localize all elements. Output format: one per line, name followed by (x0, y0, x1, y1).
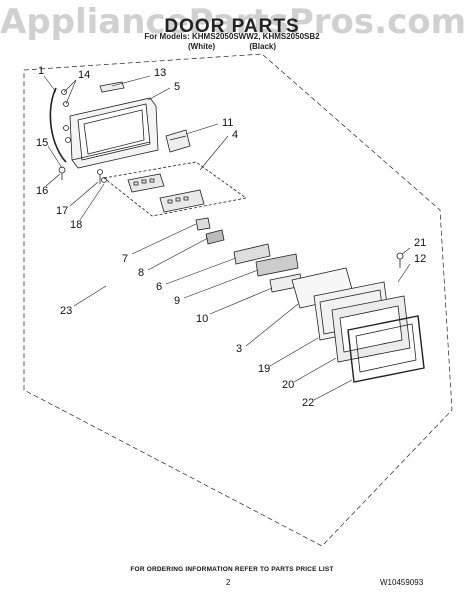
hinge-part (49, 87, 71, 163)
callout-6: 6 (156, 281, 162, 293)
callout-15: 15 (36, 137, 48, 149)
callout-16: 16 (36, 185, 48, 197)
callout-7: 7 (122, 253, 128, 265)
callout-21: 21 (414, 237, 426, 249)
callout-23: 23 (60, 305, 72, 317)
callout-9: 9 (174, 295, 180, 307)
part-7 (195, 217, 211, 231)
page-number: 2 (226, 578, 231, 587)
color-list: (White) (Black) (188, 42, 276, 51)
latch-part (165, 129, 191, 153)
screws (58, 166, 107, 184)
callout-12: 12 (414, 253, 426, 265)
callout-4: 4 (232, 129, 238, 141)
door-frame-part (69, 97, 159, 169)
callout-labels: 1 14 13 5 11 4 15 16 17 18 7 8 6 9 10 21… (36, 65, 426, 409)
control-panel-outline (103, 161, 247, 217)
part-8 (205, 229, 225, 245)
assembly-boundary (23, 53, 453, 547)
callout-17: 17 (56, 205, 68, 217)
callout-22: 22 (302, 397, 314, 409)
callout-20: 20 (282, 379, 294, 391)
ordering-info: FOR ORDERING INFORMATION REFER TO PARTS … (130, 566, 334, 573)
callout-10: 10 (196, 313, 208, 325)
watermark: AppliancePartsPros.com (0, 2, 464, 42)
model-list: For Models: KHMS2050SWW2, KHMS2050SB2 (144, 32, 320, 41)
screw-21 (396, 252, 404, 268)
callout-13: 13 (154, 67, 166, 79)
callout-19: 19 (258, 363, 270, 375)
page-title: DOOR PARTS (164, 16, 300, 37)
callout-5: 5 (174, 81, 180, 93)
callout-1: 1 (38, 65, 44, 77)
control-panel-parts (127, 173, 205, 213)
callout-3: 3 (236, 343, 242, 355)
document-number: W10459093 (380, 578, 424, 587)
part-9 (255, 253, 299, 277)
part-6 (233, 243, 271, 265)
callout-14: 14 (78, 69, 90, 81)
door-frames (313, 281, 425, 383)
callout-8: 8 (138, 267, 144, 279)
leader-lines (43, 75, 411, 401)
callout-18: 18 (70, 219, 82, 231)
callout-11: 11 (222, 117, 233, 129)
